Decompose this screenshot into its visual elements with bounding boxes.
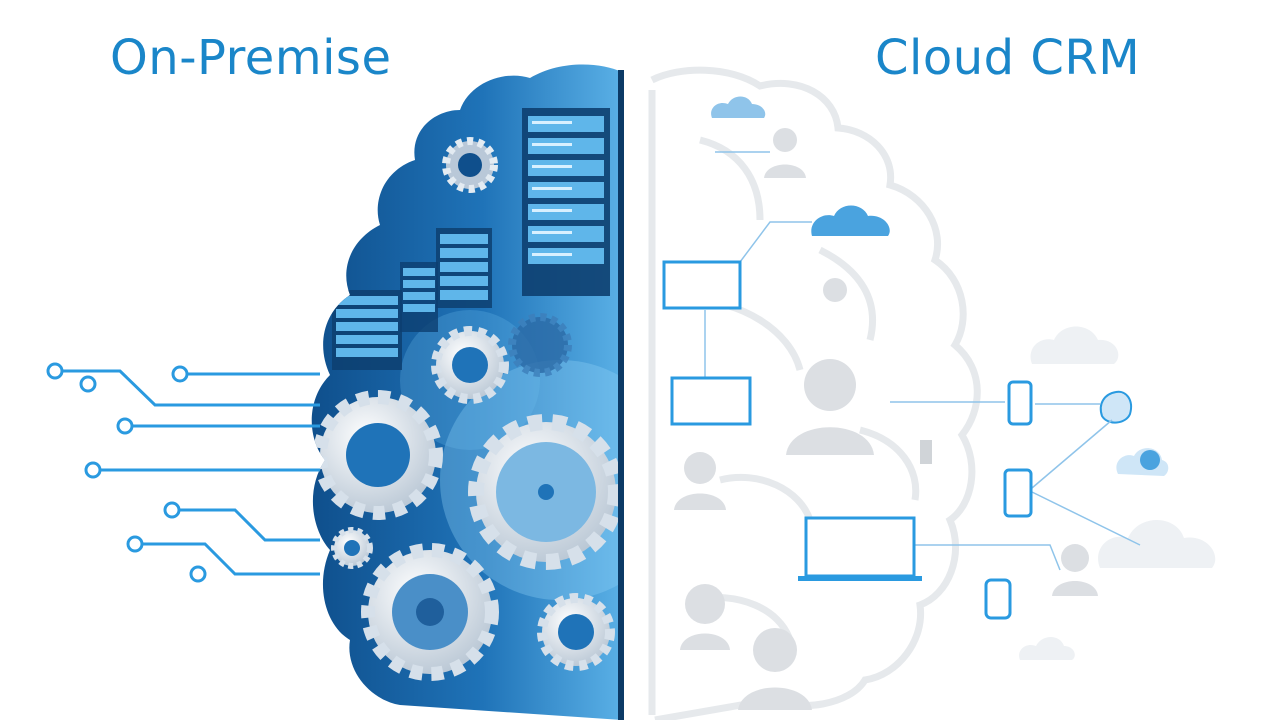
user-avatar-icon [1052,544,1098,596]
user-avatar-icon [680,584,730,650]
monitor-icon [670,376,752,426]
on-premise-brain-half [311,64,624,720]
server-rack-icon [522,108,610,296]
smartphone-icon [1003,468,1033,518]
gear-icon [313,390,443,520]
server-rack-icon [400,262,438,332]
on-premise-heading: On-Premise [110,30,392,86]
user-avatar-icon [674,452,726,510]
cloud-icon [1098,520,1216,568]
gear-icon [361,543,499,681]
server-rack-icon [436,228,492,308]
cloud-icon [1116,448,1169,476]
user-avatar-icon [764,128,806,178]
cloud-crm-brain-half [648,66,981,720]
cloud-icon [1019,637,1075,660]
smartphone-icon [1007,380,1033,426]
cloud-icon [811,205,890,236]
circuit-trace-icon [46,362,320,583]
user-avatar-icon [786,359,874,455]
user-avatar-icon [823,278,847,302]
smartphone-icon [984,578,1012,620]
gear-icon [468,414,622,570]
laptop-icon [798,516,922,581]
tablet-icon [920,440,932,464]
gear-icon [431,326,509,404]
cloud-crm-heading: Cloud CRM [875,30,1141,86]
user-avatar-icon [738,628,812,710]
cloud-icon [711,96,766,118]
gear-icon [331,527,373,569]
gear-icon [537,593,615,671]
gear-icon [508,313,572,377]
cloud-icon [1030,326,1119,364]
monitor-icon [662,260,742,310]
server-rack-icon [332,290,402,370]
gear-icon [442,137,498,193]
cloud-icon [1099,390,1132,424]
